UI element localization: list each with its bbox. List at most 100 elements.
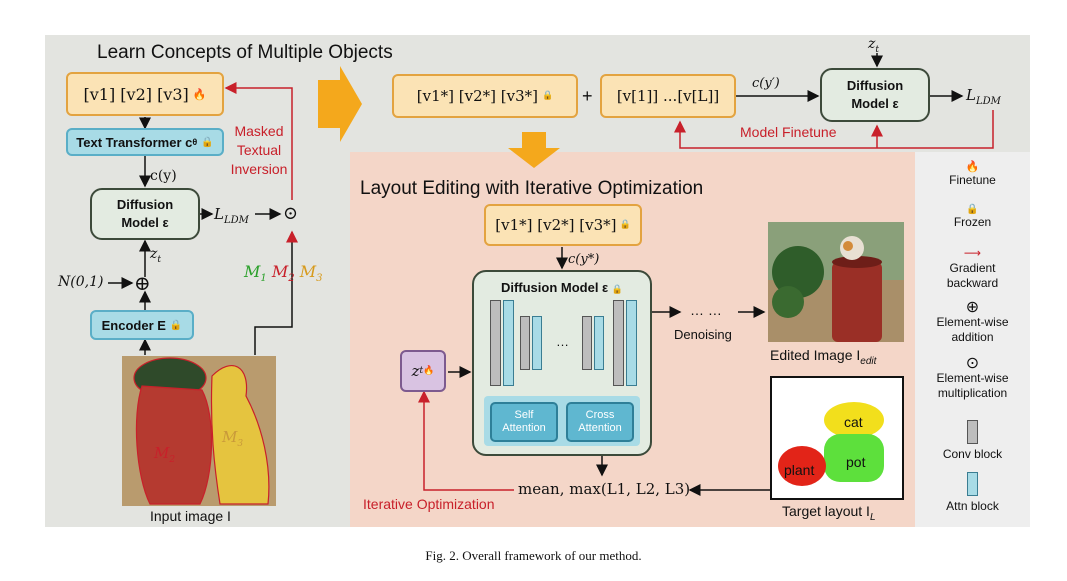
edited-caption-text: Edited Image I <box>770 347 861 363</box>
legend-addition-label: Element-wise addition <box>936 315 1009 344</box>
m1-sub: 1 <box>260 273 267 285</box>
diffusion-top-box: Diffusion Model ε <box>820 68 930 122</box>
l-ldm-left-main: L <box>214 205 224 223</box>
tokens-L-box: [v[1]] ...[v[L]] <box>600 74 736 118</box>
lock-icon: 🔒 <box>201 136 214 148</box>
text-transformer-sub: θ <box>192 137 198 147</box>
lock-icon: 🔒 <box>611 284 624 294</box>
legend-conv-label: Conv block <box>942 447 1003 461</box>
mask-labels: M1 M2 M3 <box>244 262 322 284</box>
zt-left-main: z <box>150 246 158 262</box>
legend-frozen-label: Frozen <box>953 215 992 229</box>
diffusion-top-line2: Model ε <box>851 96 899 111</box>
plus-sign: + <box>582 86 593 106</box>
zt-box-sub: t <box>419 366 424 376</box>
encoder-box: Encoder E 🔒 <box>90 310 194 340</box>
legend-gradient-label: Gradient backward <box>946 261 999 290</box>
edited-image <box>768 222 904 342</box>
l-ldm-left: LLDM <box>214 205 249 226</box>
m2-image-sub: 2 <box>169 455 176 465</box>
legend-finetune: 🔥 Finetune <box>915 160 1030 187</box>
tokens-top-text: [v1] [v2] [v3] <box>83 84 189 104</box>
l-ldm-left-sub: LDM <box>223 215 249 226</box>
text-transformer-label: Text Transformer c <box>76 134 193 150</box>
denoising-label: Denoising <box>674 327 732 342</box>
target-layout-art <box>778 402 884 486</box>
encoder-label: Encoder E <box>101 317 166 333</box>
m1-label: M <box>244 262 261 281</box>
attn-block <box>532 316 542 370</box>
m3-image-sub: 3 <box>237 439 244 449</box>
model-finetune-label: Model Finetune <box>740 124 837 140</box>
self-attention-line2: Attention <box>502 422 546 434</box>
tokens-star2-text: [v1*] [v2*] [v3*] <box>495 216 617 234</box>
edited-image-art <box>768 222 904 342</box>
oplus-symbol: ⊕ <box>134 271 151 295</box>
l-ldm-top: LLDM <box>966 86 1001 107</box>
noise-label: N(0,1) <box>58 274 104 290</box>
diffusion-left-line2: Model ε <box>121 215 169 230</box>
c-theta-ystar-label: c(y*) <box>568 252 600 267</box>
target-caption: Target layout IL <box>782 503 876 523</box>
m3-image-label: M3 <box>222 428 243 449</box>
diffusion-big-title: Diffusion Model ε 🔒 <box>474 280 650 295</box>
layout-title: Layout Editing with Iterative Optimizati… <box>360 178 704 199</box>
big-arrow-right <box>318 66 362 142</box>
diffusion-left-box: Diffusion Model ε <box>90 188 200 240</box>
flame-icon: 🔥 <box>192 87 207 101</box>
conv-block <box>613 300 624 386</box>
diffusion-left-line1: Diffusion <box>116 197 174 212</box>
legend-conv: Conv block <box>915 420 1030 461</box>
attn-block <box>594 316 604 370</box>
tokens-star-box: [v1*] [v2*] [v3*] 🔒 <box>392 74 578 118</box>
tokens-star2-box: [v1*] [v2*] [v3*] 🔒 <box>484 204 642 246</box>
l-ldm-top-sub: LDM <box>975 96 1001 107</box>
figure-caption: Fig. 2. Overall framework of our method. <box>425 548 642 563</box>
masked-inversion-label: Masked Textual Inversion <box>222 122 296 179</box>
zt-box-main: z <box>411 362 420 380</box>
input-image: M2 M3 <box>122 356 276 506</box>
cross-attention-box: Cross Attention <box>566 402 634 442</box>
m3-label: M <box>299 262 317 281</box>
attn-block <box>503 300 514 386</box>
learn-title: Learn Concepts of Multiple Objects <box>97 42 393 63</box>
m3-sub: 3 <box>316 273 323 285</box>
red-arrow-icon: ⟶ <box>963 246 982 260</box>
legend-finetune-label: Finetune <box>949 173 996 187</box>
conv-block <box>582 316 592 370</box>
layout-cat-label: cat <box>844 414 863 430</box>
target-layout: cat pot plant <box>770 376 904 500</box>
diffusion-big-box: Diffusion Model ε 🔒 … Self Attention Cro… <box>472 270 652 456</box>
layout-pot-label: pot <box>846 454 866 470</box>
tokens-L-text: [v[1]] ...[v[L]] <box>616 87 720 105</box>
input-image-caption: Input image I <box>150 508 231 524</box>
m3-image-text: M <box>222 428 238 446</box>
odot-symbol: ⊙ <box>283 203 299 224</box>
legend-panel <box>915 152 1030 527</box>
conv-block <box>490 300 501 386</box>
lock-icon: 🔒 <box>169 319 183 331</box>
self-attention-box: Self Attention <box>490 402 558 442</box>
zt-top-main: z <box>868 36 876 52</box>
self-attention-line1: Self <box>514 409 534 421</box>
odot-icon: ⊙ <box>965 355 980 372</box>
zt-left-sub: t <box>157 254 162 265</box>
legend-addition: ⊕ Element-wise addition <box>915 300 1030 345</box>
flame-icon: 🔥 <box>423 366 435 376</box>
m2-image-text: M <box>154 444 170 462</box>
flame-icon: 🔥 <box>965 161 980 173</box>
legend-multiplication-label: Element-wise multiplication <box>936 371 1009 400</box>
m2-label: M <box>271 262 289 281</box>
cross-attention-line2: Attention <box>578 422 622 434</box>
target-caption-sub: L <box>869 511 876 523</box>
edited-caption: Edited Image Iedit <box>770 347 876 367</box>
input-image-art <box>122 356 276 506</box>
attn-block-icon <box>967 472 978 496</box>
c-theta-y-label: c(y) <box>150 168 177 184</box>
zt-top: zt <box>868 36 879 55</box>
l-ldm-top-main: L <box>966 86 976 104</box>
legend-gradient: ⟶ Gradient backward <box>915 246 1030 291</box>
target-caption-text: Target layout I <box>782 503 870 519</box>
